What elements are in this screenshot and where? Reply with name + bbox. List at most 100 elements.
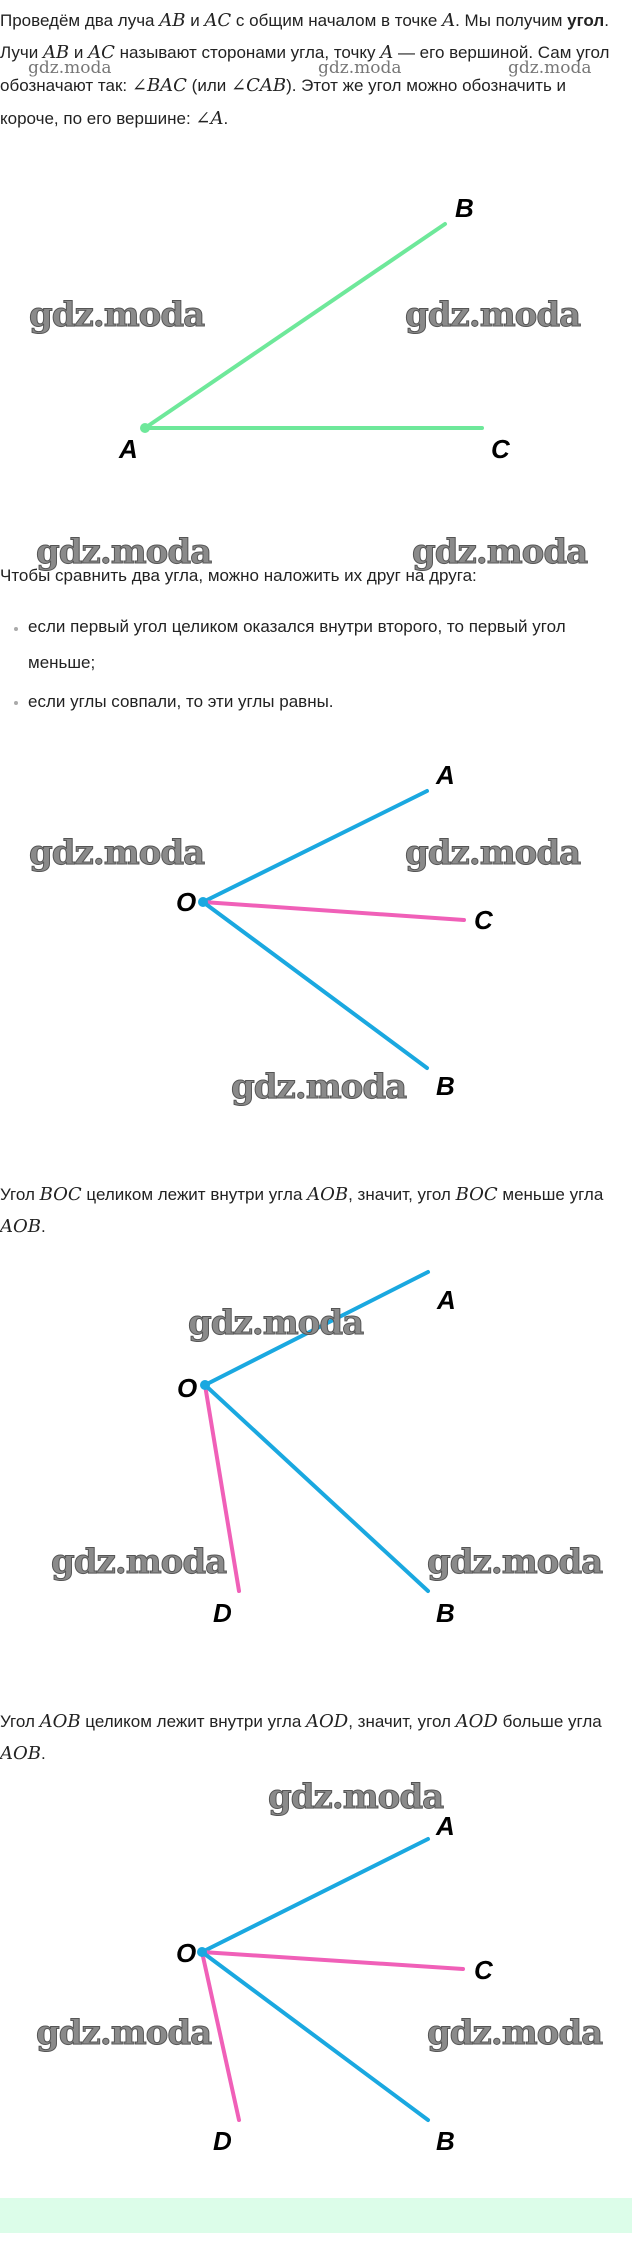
text: Угол xyxy=(0,1712,40,1731)
bullet-icon xyxy=(14,701,18,705)
text: — его вершиной. Сам угол xyxy=(393,43,610,62)
label-c: C xyxy=(491,434,511,464)
watermark: gdz.moda xyxy=(230,1067,407,1108)
watermark: gdz.moda xyxy=(28,295,205,336)
ray-oa xyxy=(200,1837,430,1954)
text: целиком лежит внутри угла xyxy=(81,1185,308,1204)
label-b: B xyxy=(436,1598,455,1628)
math: AOD xyxy=(455,1711,498,1732)
list-item: меньше; xyxy=(28,653,96,672)
math: AC xyxy=(204,10,232,31)
paragraph-line: Проведём два луча AB и AC с общим начало… xyxy=(0,4,609,37)
ray-oa xyxy=(203,1270,430,1387)
text: целиком лежит внутри угла xyxy=(80,1712,307,1731)
watermark: gdz.moda xyxy=(426,1542,603,1583)
watermark: gdz.moda xyxy=(35,2013,212,2054)
math: BOC xyxy=(39,1184,82,1205)
math: AOB xyxy=(0,1743,41,1764)
math: AOD xyxy=(306,1711,349,1732)
math: BOC xyxy=(455,1184,498,1205)
text: (или xyxy=(186,76,231,95)
figure-angle-bac: B A C xyxy=(118,193,511,464)
compare-intro: Чтобы сравнить два угла, можно наложить … xyxy=(0,566,477,585)
paragraph-line: Лучи AB и AC называют сторонами угла, то… xyxy=(0,36,609,69)
term-angle: угол xyxy=(567,11,605,30)
math: AB xyxy=(42,42,70,63)
ray-ob xyxy=(203,1383,430,1593)
watermark: gdz.moda xyxy=(28,833,205,874)
ray-od xyxy=(200,1950,241,2122)
math: AC xyxy=(88,42,115,63)
watermark: gdz.moda xyxy=(50,1542,227,1583)
label-a: A xyxy=(436,1285,456,1315)
text: короче, по его вершине: xyxy=(0,109,196,128)
text: . Мы получим xyxy=(455,11,568,30)
text: , значит, угол xyxy=(348,1185,456,1204)
text: и xyxy=(69,43,89,62)
figure-angle-aob-boc: A O C B xyxy=(176,760,494,1101)
ray-oc xyxy=(200,1950,465,1971)
label-c: C xyxy=(474,1955,494,1985)
label-o: O xyxy=(176,1938,196,1968)
list-item: если углы совпали, то эти углы равны. xyxy=(28,692,334,711)
text: Проведём два луча xyxy=(0,11,160,30)
label-o: O xyxy=(176,887,196,917)
watermark: gdz.moda xyxy=(267,1777,444,1818)
watermark: gdz.moda xyxy=(404,295,581,336)
figure-angle-aod-boc: A O C D B xyxy=(176,1811,494,2156)
label-b: B xyxy=(455,193,474,223)
ray-oc xyxy=(201,900,466,922)
label-a: A xyxy=(118,434,138,464)
ray-ob xyxy=(201,900,429,1070)
watermark: gdz.moda xyxy=(318,58,402,78)
text: . xyxy=(604,11,609,30)
math: AOB xyxy=(0,1216,41,1237)
watermark: gdz.moda xyxy=(426,2013,603,2054)
math: A xyxy=(380,42,394,63)
paragraph-line: Угол BOC целиком лежит внутри угла AOB, … xyxy=(0,1178,603,1211)
bullet-icon xyxy=(14,627,18,631)
label-c: C xyxy=(474,905,494,935)
label-a: A xyxy=(435,760,455,790)
watermark: gdz.moda xyxy=(187,1303,364,1344)
math: A xyxy=(442,10,456,31)
text: с общим началом в точке xyxy=(231,11,443,30)
paragraph-line: Угол AOB целиком лежит внутри угла AOD, … xyxy=(0,1705,602,1738)
math: AOB xyxy=(307,1184,349,1205)
vertex-point xyxy=(197,1947,207,1957)
text: называют сторонами угла, точку xyxy=(114,43,381,62)
math: ∠BAC xyxy=(131,75,187,96)
text: Угол xyxy=(0,1185,40,1204)
text: . xyxy=(40,1744,46,1763)
paragraph-line: AOB. xyxy=(0,1737,46,1770)
label-o: O xyxy=(177,1373,197,1403)
text: больше угла xyxy=(497,1712,602,1731)
paragraph-line: обозначают так: ∠BAC (или ∠CAB). Этот же… xyxy=(0,69,566,102)
text: и xyxy=(185,11,205,30)
text: , значит, угол xyxy=(348,1712,456,1731)
watermark: gdz.moda xyxy=(411,532,588,573)
label-d: D xyxy=(213,2126,232,2156)
ray-od xyxy=(203,1383,241,1593)
list-item: если первый угол целиком оказался внутри… xyxy=(28,617,566,636)
text: . xyxy=(40,1217,46,1236)
ray-ab xyxy=(143,222,447,430)
vertex-point xyxy=(200,1380,210,1390)
figure-angle-aod: A O D B xyxy=(177,1270,456,1628)
paragraph-line: AOB. xyxy=(0,1210,46,1243)
watermark: gdz.moda xyxy=(508,58,592,78)
label-d: D xyxy=(213,1598,232,1628)
math: ∠CAB xyxy=(230,75,287,96)
watermark: gdz.moda xyxy=(404,833,581,874)
text: ). Этот же угол можно обозначить и xyxy=(286,76,567,95)
math: AB xyxy=(159,10,186,31)
watermark: gdz.moda xyxy=(28,58,112,78)
vertex-point xyxy=(198,897,208,907)
text: . xyxy=(223,109,229,128)
text: Лучи xyxy=(0,43,43,62)
text: меньше угла xyxy=(497,1185,604,1204)
label-b: B xyxy=(436,1071,455,1101)
ray-ob xyxy=(200,1950,430,2122)
bottom-band xyxy=(0,2198,632,2233)
